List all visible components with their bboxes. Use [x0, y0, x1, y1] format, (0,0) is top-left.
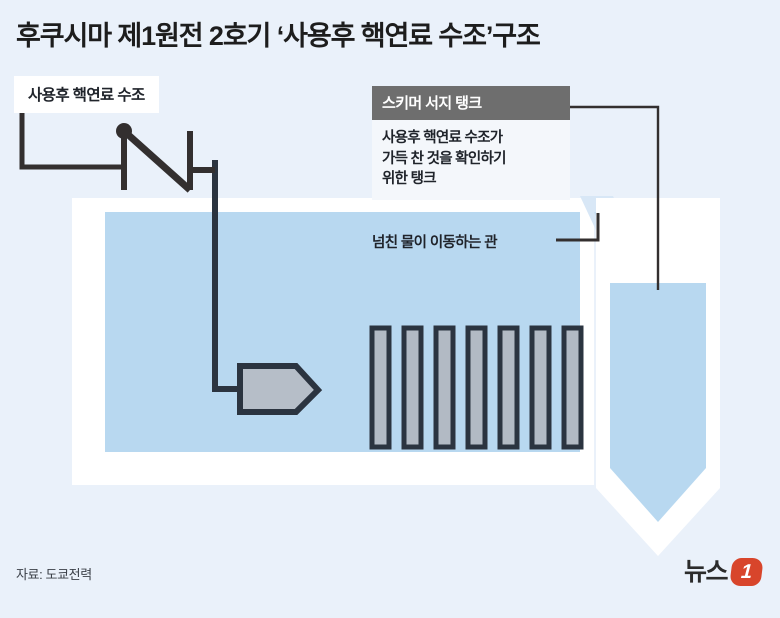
- pool-label-text: 사용후 핵연료 수조: [28, 87, 145, 104]
- surge-tank-water: [610, 283, 706, 522]
- callout-line-1: 사용후 핵연료 수조가: [382, 130, 503, 146]
- valve-assembly: [116, 123, 215, 193]
- fuel-rod: [497, 325, 520, 450]
- pool-label-box: 사용후 핵연료 수조: [14, 76, 159, 113]
- fuel-rod: [401, 325, 424, 450]
- news1-logo: 뉴스 1: [683, 557, 764, 586]
- callout-line-3: 위한 탱크: [382, 171, 437, 188]
- fuel-rod-group: [369, 325, 584, 450]
- callout-description: 사용후 핵연료 수조가 가득 찬 것을 확인하기 위한 탱크: [372, 120, 570, 200]
- fuel-rod: [529, 325, 552, 450]
- pool-label-leader-line: [19, 106, 124, 170]
- surge-tank-callout: 스키머 서지 탱크 사용후 핵연료 수조가 가득 찬 것을 확인하기 위한 탱크: [372, 86, 570, 200]
- source-credit: 자료: 도쿄전력: [16, 567, 92, 582]
- fuel-rod: [433, 325, 456, 450]
- callout-title: 스키머 서지 탱크: [372, 86, 570, 120]
- logo-badge-number: 1: [740, 561, 753, 583]
- pipe-label-leader-line: [556, 213, 600, 242]
- page-title: 후쿠시마 제1원전 2호기 ‘사용후 핵연료 수조’구조: [16, 21, 541, 51]
- logo-wordmark: 뉴스: [683, 557, 729, 586]
- pump-pipe: [212, 160, 240, 392]
- fuel-rod: [561, 325, 584, 450]
- callout-line-2: 가득 찬 것을 확인하기: [382, 150, 506, 167]
- pump-body: [237, 363, 323, 415]
- callout-leader-line: [570, 105, 660, 290]
- fuel-rod: [369, 325, 392, 450]
- valve-diagonal: [121, 128, 193, 193]
- valve-node-dot: [116, 123, 132, 139]
- fuel-rod: [465, 325, 488, 450]
- overflow-pipe-label: 넘친 물이 이동하는 관: [372, 235, 498, 251]
- logo-badge-icon: 1: [729, 558, 764, 586]
